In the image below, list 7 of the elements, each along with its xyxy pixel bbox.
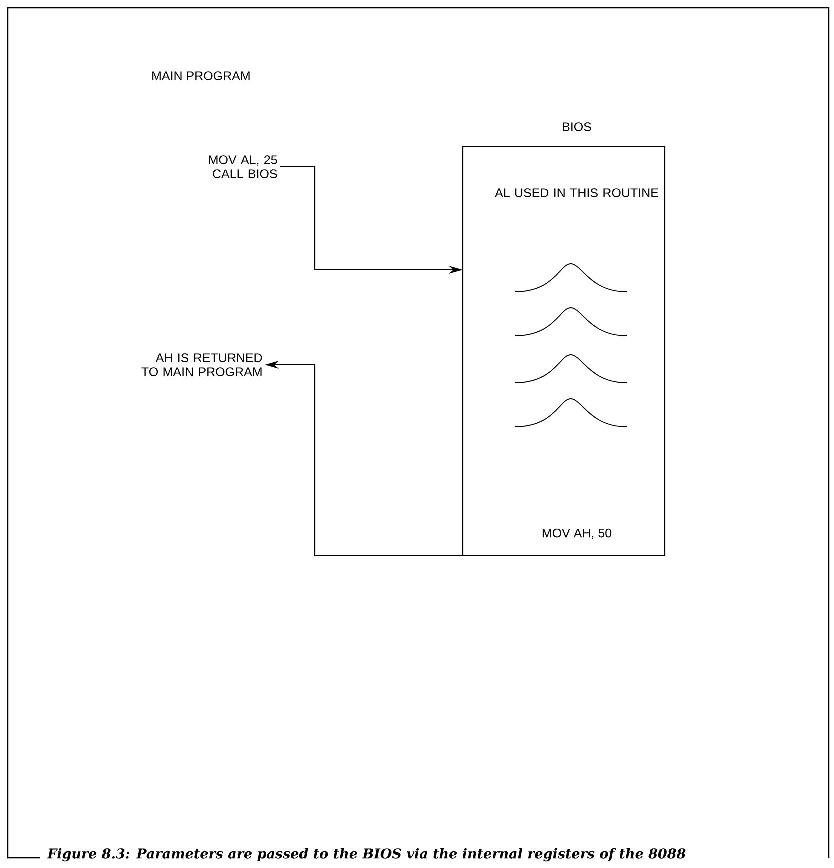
result-text: AH IS RETURNED TO MAIN PROGRAM	[142, 354, 262, 376]
box-text: MOV AH, 50	[542, 528, 612, 540]
instruction-text: MOV AL, 25 CALL BIOS	[209, 156, 278, 178]
program-label: MAIN PROGRAM	[152, 72, 250, 80]
box-heading: BIOS	[563, 122, 592, 132]
figure-caption: Figure 8.3: Parameters are passed to the BIOS via the internal registers of the 8088	[47, 848, 686, 862]
box-text: AL USED IN THIS ROUTINE	[495, 188, 658, 198]
